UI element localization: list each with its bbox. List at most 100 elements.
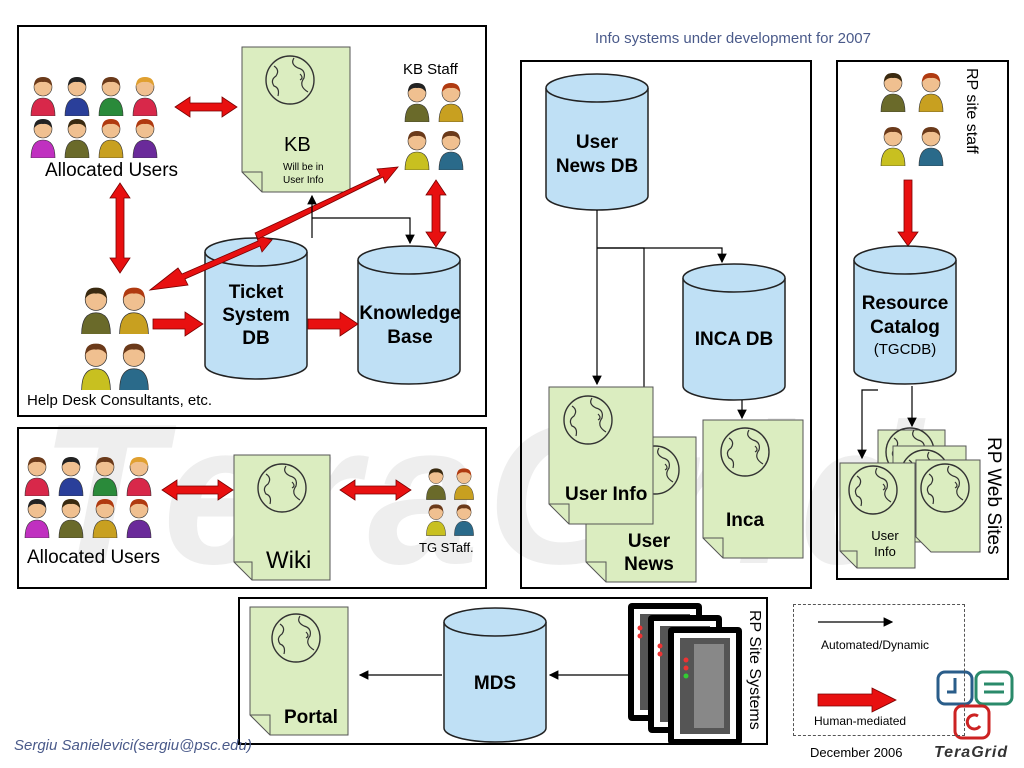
user-icon — [64, 77, 90, 116]
consultant-icon — [119, 343, 149, 391]
arrow-ticket-to-staff — [254, 166, 399, 240]
resource-catalog-cylinder — [853, 245, 957, 385]
legend-human-arrow — [817, 687, 897, 713]
kb-note-line2: User Info — [283, 175, 324, 186]
user-icon — [92, 457, 118, 496]
user-icon — [24, 499, 50, 538]
tg-staff-label: TG STaff. — [419, 540, 474, 555]
wiki-panel — [17, 427, 487, 589]
inca-label: Inca — [726, 510, 765, 531]
rp-user-info-label: User Info — [860, 528, 910, 560]
allocated-users-label: Allocated Users — [45, 160, 179, 181]
user-icon — [64, 119, 90, 158]
wiki-label: Wiki — [266, 547, 312, 574]
arrow-ticket-kb — [307, 311, 359, 337]
portal-document — [249, 606, 349, 736]
user-icon — [30, 119, 56, 158]
ticket-db-line2: System — [222, 305, 290, 326]
rp-user-info-line1: User — [871, 528, 899, 543]
knowledge-base-line2: Base — [387, 327, 433, 348]
arrow-wiki-staff — [339, 479, 412, 501]
legend-automated-label: Automated/Dynamic — [821, 638, 930, 652]
news-inca-panel — [520, 60, 812, 589]
user-icon — [98, 77, 124, 116]
staff-icon — [404, 131, 430, 170]
staff-icon — [404, 83, 430, 122]
user-icon — [92, 499, 118, 538]
rp-user-info-line2: Info — [874, 544, 896, 559]
server-rack-icons — [628, 603, 742, 745]
kb-staff-label: KB Staff — [403, 61, 458, 78]
wiki-document — [233, 454, 331, 581]
arrow-users-kb — [174, 96, 238, 118]
staff-icon — [426, 504, 446, 536]
arrow-consultants-ticket — [152, 311, 204, 337]
inca-db-cylinder — [682, 263, 786, 401]
kb-panel — [17, 25, 487, 417]
consultant-icon — [119, 287, 149, 335]
staff-icon — [426, 468, 446, 500]
resource-catalog-line1: Resource — [861, 293, 949, 314]
consultant-icon — [81, 287, 111, 335]
rp-web-sites-label: RP Web Sites — [983, 437, 1004, 555]
inca-document — [702, 419, 804, 559]
mds-panel — [238, 597, 768, 745]
staff-icon — [438, 83, 464, 122]
arrow-wiki-users — [161, 479, 234, 501]
author-credit: Sergiu Sanielevici(sergiu@psc.edu) — [14, 737, 252, 754]
staff-icon — [454, 468, 474, 500]
tgcdb-label: (TGCDB) — [873, 341, 937, 358]
legend-human-label: Human-mediated — [814, 714, 907, 728]
staff-icon — [880, 73, 906, 112]
user-icon — [126, 499, 152, 538]
kb-title: KB — [284, 134, 311, 156]
rp-site-systems-label: RP Site Systems — [746, 610, 763, 730]
arrow-catalog-websites — [857, 389, 878, 460]
date-label: December 2006 — [810, 745, 903, 760]
user-news-db-line2: News DB — [555, 156, 639, 177]
rp-web-doc-right — [915, 459, 981, 553]
user-icon — [58, 457, 84, 496]
rp-user-info-document — [839, 462, 916, 569]
user-news-line1: User — [627, 531, 671, 552]
rp-site-staff-label: RP site staff — [963, 68, 980, 154]
user-news-db-cylinder — [545, 73, 649, 211]
teragrid-logo-icon — [936, 670, 1014, 740]
user-icon — [58, 499, 84, 538]
arrow-users-consultants — [109, 182, 131, 274]
resource-catalog-line2: Catalog — [870, 317, 940, 338]
user-icon — [98, 119, 124, 158]
consultant-icon — [81, 343, 111, 391]
user-icon — [30, 77, 56, 116]
staff-icon — [438, 131, 464, 170]
knowledge-base-label: Knowledge Base — [355, 302, 465, 350]
arrow-ticket-kb-connector — [312, 217, 415, 245]
user-info-document — [548, 386, 654, 525]
teragrid-logo-text: TeraGrid — [934, 744, 1009, 761]
user-news-label: User News — [612, 530, 686, 576]
staff-icon — [918, 127, 944, 166]
knowledge-base-cylinder — [357, 245, 461, 385]
inca-db-label: INCA DB — [694, 329, 774, 350]
knowledge-base-line1: Knowledge — [359, 303, 461, 324]
kb-note-line1: Will be in — [283, 162, 324, 173]
user-news-line2: News — [624, 554, 674, 575]
user-icon — [132, 119, 158, 158]
arrow-rpstaff-catalog — [897, 179, 919, 247]
staff-icon — [918, 73, 944, 112]
user-icon — [126, 457, 152, 496]
mds-cylinder — [443, 607, 547, 743]
ticket-db-line1: Ticket — [228, 282, 284, 303]
header-caption: Info systems under development for 2007 — [595, 30, 871, 47]
staff-icon — [454, 504, 474, 536]
staff-icon — [880, 127, 906, 166]
legend-box — [793, 604, 965, 736]
user-news-db-label: User News DB — [546, 131, 648, 179]
user-news-db-line1: User — [575, 132, 619, 153]
resource-catalog-label: Resource Catalog (TGCDB) — [848, 292, 962, 360]
ticket-db-line3: DB — [242, 328, 270, 349]
arrow-staff-kb — [425, 179, 447, 248]
rp-panel — [836, 60, 1009, 580]
mds-label: MDS — [473, 673, 517, 694]
